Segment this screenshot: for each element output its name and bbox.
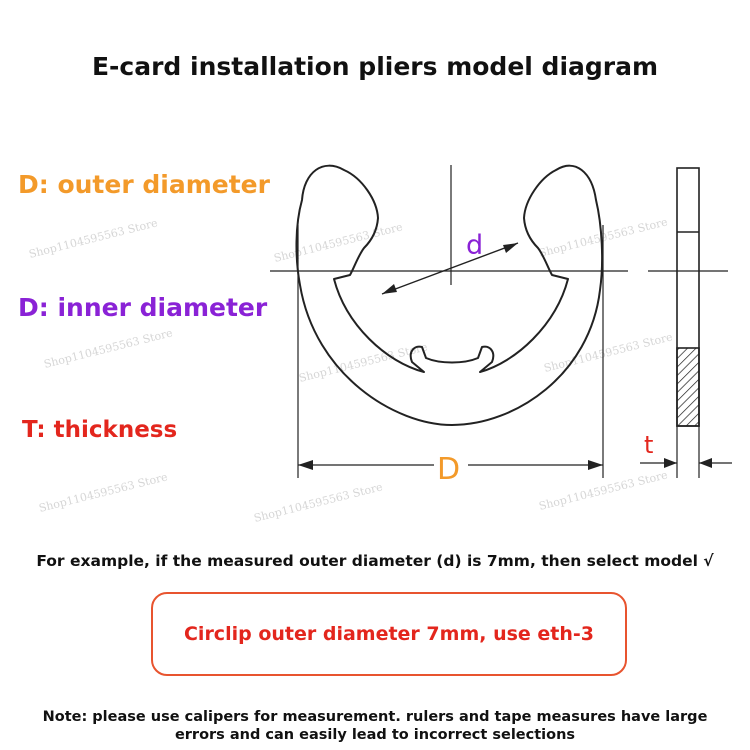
watermark: Shop1104595563 Store <box>38 470 169 515</box>
watermark: Shop1104595563 Store <box>253 480 384 525</box>
thickness-label: t <box>644 431 653 459</box>
side-view-section <box>676 347 700 427</box>
outer-diameter-label: D <box>437 452 460 487</box>
watermark: Shop1104595563 Store <box>28 216 159 261</box>
label-mask <box>434 448 468 484</box>
recommendation-callout: Circlip outer diameter 7mm, use eth-3 <box>151 592 627 676</box>
arrowhead <box>298 460 313 470</box>
watermark: Shop1104595563 Store <box>273 220 404 265</box>
e-clip-outline <box>295 164 604 426</box>
inner-diameter-label: d <box>466 230 483 261</box>
legend-inner-diameter: D: inner diameter <box>18 293 268 322</box>
watermark: Shop1104595563 Store <box>543 330 674 375</box>
arrowhead <box>588 460 603 470</box>
watermark: Shop1104595563 Store <box>43 326 174 371</box>
legend-thickness: T: thickness <box>22 417 178 443</box>
arrowhead <box>382 284 397 294</box>
side-view: t <box>640 167 732 478</box>
watermark: Shop1104595563 Store <box>298 340 429 385</box>
callout-text: Circlip outer diameter 7mm, use eth-3 <box>183 623 595 645</box>
arrowhead <box>503 243 518 253</box>
watermark-group: Shop1104595563 Store Shop1104595563 Stor… <box>28 215 674 525</box>
arrowhead <box>664 458 677 468</box>
legend-outer-diameter: D: outer diameter <box>18 170 270 199</box>
page-title: E-card installation pliers model diagram <box>91 52 659 81</box>
measurement-note: Note: please use calipers for measuremen… <box>42 709 708 743</box>
example-text: For example, if the measured outer diame… <box>36 552 714 570</box>
arrowhead <box>699 458 712 468</box>
inner-diameter-arrow <box>381 242 519 295</box>
